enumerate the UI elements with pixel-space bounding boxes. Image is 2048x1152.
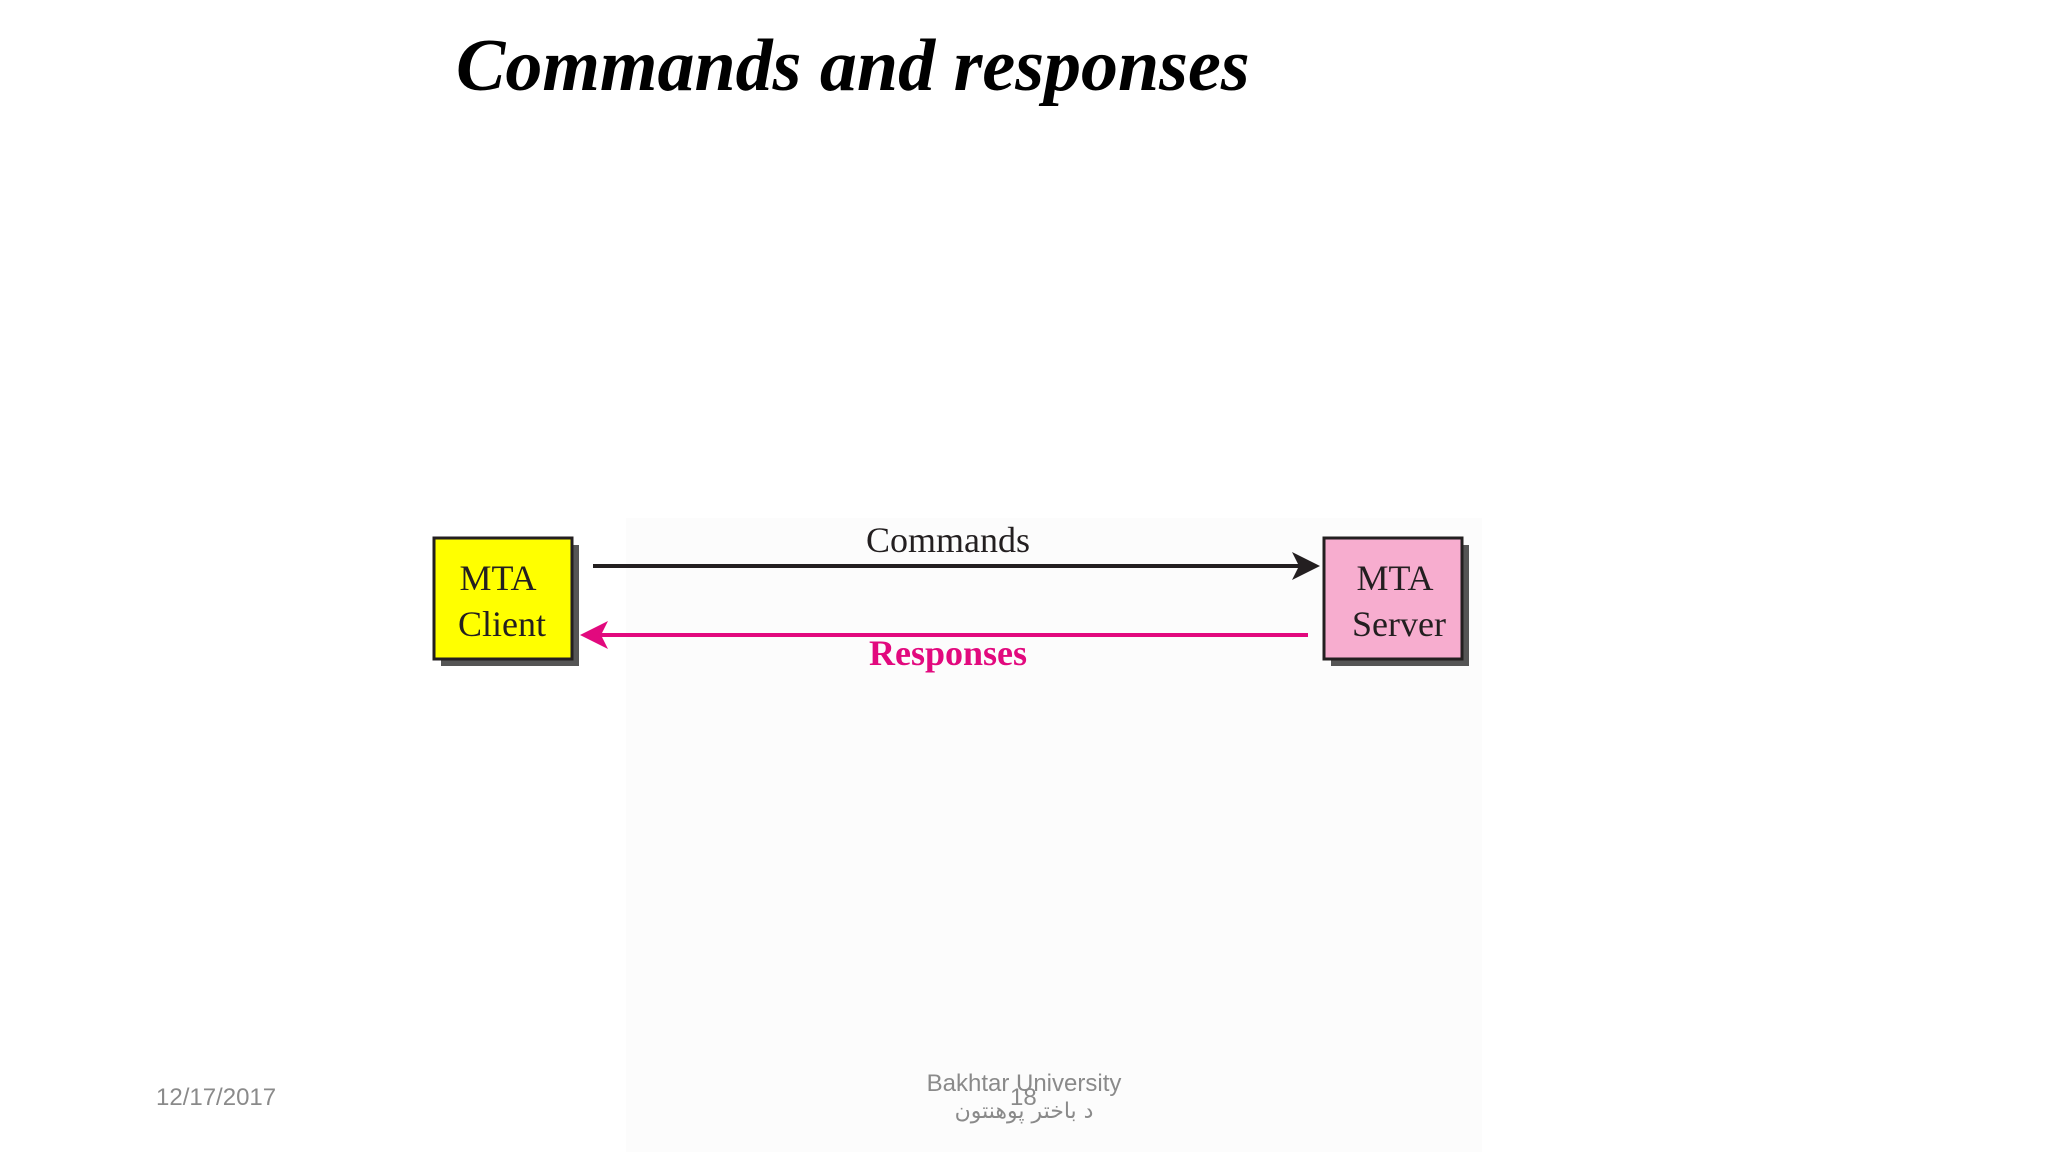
responses-arrow: Responses	[580, 621, 1308, 673]
client-box-body	[432, 536, 574, 661]
client-label-line1: MTA	[459, 558, 536, 598]
mta-client-box: MTA Client	[432, 536, 579, 666]
server-label-line1: MTA	[1356, 558, 1433, 598]
page-number: 18	[1010, 1084, 1037, 1111]
slide-title: Commands and responses	[456, 25, 1250, 107]
footer-organization: Bakhtar University د باختر پوهنتون	[924, 1070, 1124, 1126]
client-label-line2: Client	[458, 604, 546, 644]
footer-org-name: Bakhtar University	[926, 1070, 1122, 1097]
commands-label: Commands	[866, 520, 1030, 560]
footer-date: 12/17/2017	[156, 1084, 277, 1111]
commands-arrow: Commands	[593, 520, 1320, 580]
mta-server-box: MTA Server	[1322, 536, 1469, 666]
commands-arrowhead	[1292, 552, 1320, 580]
footer-org-name-local: د باختر پوهنتون	[954, 1099, 1094, 1124]
server-box-body	[1322, 536, 1464, 661]
server-label-line2: Server	[1352, 604, 1446, 644]
responses-label: Responses	[869, 633, 1027, 673]
responses-arrowhead	[580, 621, 608, 649]
